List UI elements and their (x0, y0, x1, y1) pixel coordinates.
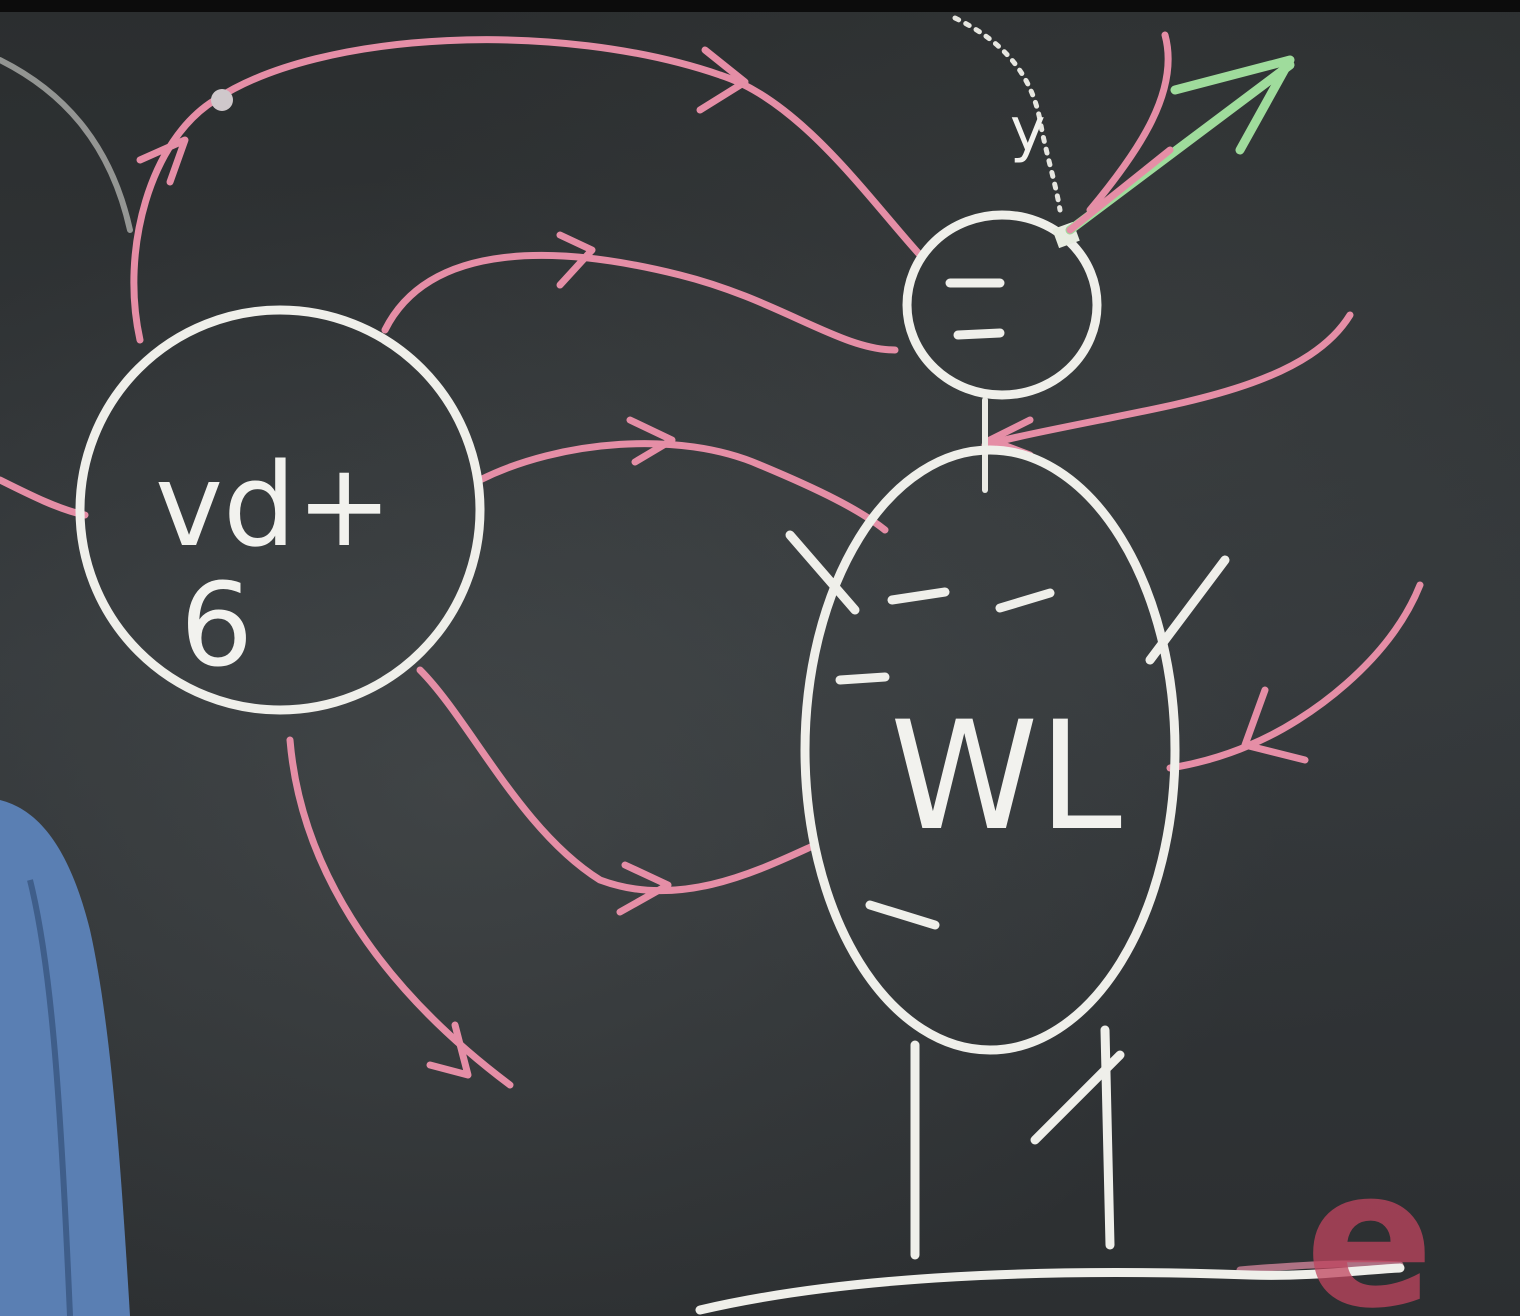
arrowhead-top-right (696, 46, 749, 114)
faint-arc (0, 57, 133, 233)
field-lines (0, 31, 1424, 1274)
leg-slash (1030, 1050, 1125, 1145)
body-ellipse (800, 445, 1180, 1055)
source-label-line2: 6 (180, 559, 253, 693)
source-charge: vd+ 6 (75, 305, 485, 715)
probe-dotted-line (952, 15, 1063, 213)
field-line-bottom (1236, 1260, 1404, 1274)
head-circle (902, 210, 1102, 400)
body-mark-1 (887, 587, 950, 605)
field-line-source-to-body (476, 440, 889, 534)
body-mark-2 (995, 588, 1055, 613)
arrowhead-top-left (136, 136, 189, 186)
lecturer-figure (0, 800, 130, 1316)
field-vector (1065, 55, 1295, 235)
source-circle (75, 305, 485, 715)
arrowhead-mid (626, 416, 676, 466)
frame-top-border (0, 0, 1520, 12)
field-line-downward (286, 736, 514, 1089)
field-line-top-right (1086, 31, 1172, 214)
probe-label: y (1010, 95, 1046, 165)
arrowhead-lower (616, 861, 672, 916)
vector-arrowhead (1170, 55, 1295, 155)
field-line-incoming-lower (1166, 581, 1424, 772)
field-line-top-arc (130, 36, 924, 344)
arrowhead-mid-upper (556, 231, 596, 289)
field-line-source-to-head (381, 252, 899, 354)
body-label: WL (890, 690, 1122, 864)
chalk-dot (211, 89, 233, 111)
arrowhead-incoming-lower (1241, 686, 1309, 764)
head-mark-lower (953, 328, 1005, 340)
arm-right (1145, 555, 1230, 665)
source-label-line1: vd+ (155, 439, 392, 573)
arm-left (785, 530, 860, 615)
logo-watermark: e (1305, 1129, 1434, 1316)
ground-line (695, 1263, 1405, 1315)
body-mark-3 (835, 672, 890, 685)
field-line-source-to-body-lower (416, 666, 819, 895)
field-line-left (0, 476, 89, 519)
lecturer-shirt (0, 800, 130, 1316)
arrowhead-down (426, 1021, 472, 1079)
figure-head: y (902, 15, 1102, 493)
body-mark-4 (865, 900, 940, 930)
figure-body: WL (785, 445, 1230, 1260)
lecturer-shirt-fold (27, 879, 73, 1316)
vector-pink-overlay (1066, 146, 1174, 234)
field-line-incoming-upper (981, 311, 1354, 449)
